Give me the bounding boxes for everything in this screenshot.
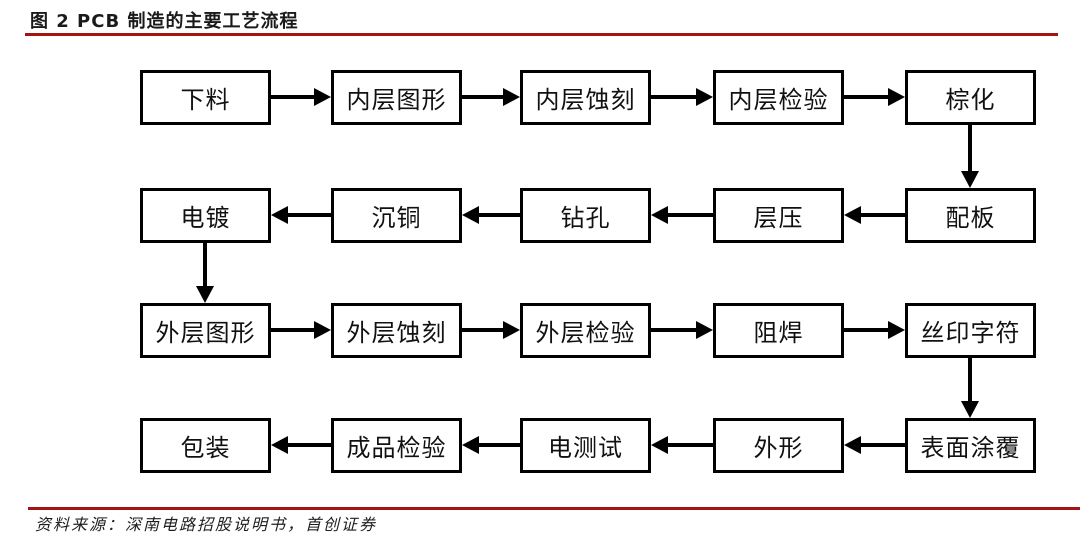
arrow-head <box>271 206 288 224</box>
flow-step-r3c4: 阻焊 <box>713 303 844 358</box>
arrow-left-icon <box>462 435 520 455</box>
flow-step-r1c3: 内层蚀刻 <box>520 70 651 125</box>
arrow-right-icon <box>844 87 905 107</box>
arrow-head <box>196 286 214 303</box>
arrow-right-icon <box>462 87 520 107</box>
arrow-left-icon <box>844 205 905 225</box>
arrow-head <box>462 436 479 454</box>
arrow-head <box>961 171 979 188</box>
arrow-shaft <box>844 328 888 332</box>
arrow-left-icon <box>651 435 713 455</box>
arrow-left-icon <box>651 205 713 225</box>
arrow-shaft <box>668 443 713 447</box>
arrow-head <box>844 436 861 454</box>
arrow-shaft <box>462 95 503 99</box>
arrow-shaft <box>651 95 696 99</box>
title-underline-rule <box>25 33 1058 36</box>
arrow-shaft <box>271 328 314 332</box>
arrow-left-icon <box>271 435 331 455</box>
arrow-shaft <box>288 213 331 217</box>
arrow-shaft <box>861 213 905 217</box>
flow-step-r2c3: 钻孔 <box>520 188 651 243</box>
flow-step-r2c2: 沉铜 <box>331 188 462 243</box>
arrow-right-icon <box>844 320 905 340</box>
arrow-shaft <box>861 443 905 447</box>
arrow-right-icon <box>462 320 520 340</box>
arrow-head <box>314 88 331 106</box>
arrow-down-icon <box>195 243 215 303</box>
arrow-left-icon <box>271 205 331 225</box>
flow-step-r3c2: 外层蚀刻 <box>331 303 462 358</box>
arrow-left-icon <box>844 435 905 455</box>
flow-step-r1c5: 棕化 <box>905 70 1036 125</box>
arrow-head <box>503 321 520 339</box>
arrow-shaft <box>968 358 972 401</box>
flow-step-r4c1: 包装 <box>140 418 271 473</box>
arrow-head <box>696 321 713 339</box>
arrow-head <box>696 88 713 106</box>
arrow-right-icon <box>271 87 331 107</box>
flow-step-r3c5: 丝印字符 <box>905 303 1036 358</box>
arrow-head <box>503 88 520 106</box>
flow-step-r1c1: 下料 <box>140 70 271 125</box>
arrow-right-icon <box>651 87 713 107</box>
flow-step-r3c3: 外层检验 <box>520 303 651 358</box>
arrow-shaft <box>203 243 207 286</box>
arrow-shaft <box>271 95 314 99</box>
arrow-down-icon <box>960 125 980 188</box>
arrow-down-icon <box>960 358 980 418</box>
footer-rule <box>28 507 1080 510</box>
flow-step-r3c1: 外层图形 <box>140 303 271 358</box>
flow-step-r1c2: 内层图形 <box>331 70 462 125</box>
flow-step-r4c2: 成品检验 <box>331 418 462 473</box>
figure-title: 图 2 PCB 制造的主要工艺流程 <box>30 11 299 32</box>
arrow-shaft <box>844 95 888 99</box>
arrow-head <box>888 88 905 106</box>
arrow-head <box>961 401 979 418</box>
arrow-head <box>651 436 668 454</box>
arrow-left-icon <box>462 205 520 225</box>
arrow-head <box>271 436 288 454</box>
arrow-shaft <box>968 125 972 171</box>
flow-step-r4c5: 表面涂覆 <box>905 418 1036 473</box>
arrow-head <box>844 206 861 224</box>
arrow-head <box>888 321 905 339</box>
arrow-head <box>651 206 668 224</box>
arrow-shaft <box>288 443 331 447</box>
arrow-head <box>314 321 331 339</box>
arrow-shaft <box>462 328 503 332</box>
flow-step-r4c4: 外形 <box>713 418 844 473</box>
flow-step-r1c4: 内层检验 <box>713 70 844 125</box>
flow-step-r2c4: 层压 <box>713 188 844 243</box>
flow-step-r2c5: 配板 <box>905 188 1036 243</box>
arrow-shaft <box>668 213 713 217</box>
arrow-shaft <box>651 328 696 332</box>
arrow-shaft <box>479 213 520 217</box>
arrow-shaft <box>479 443 520 447</box>
arrow-right-icon <box>271 320 331 340</box>
source-note: 资料来源：深南电路招股说明书，首创证券 <box>35 515 378 534</box>
flow-step-r4c3: 电测试 <box>520 418 651 473</box>
arrow-head <box>462 206 479 224</box>
flow-step-r2c1: 电镀 <box>140 188 271 243</box>
arrow-right-icon <box>651 320 713 340</box>
